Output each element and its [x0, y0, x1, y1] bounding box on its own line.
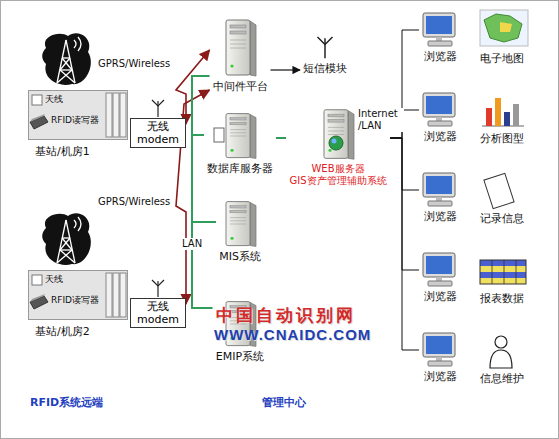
browser-pc: 浏览器 [419, 172, 461, 223]
computer-icon [423, 13, 455, 46]
mis-server: MIS系统 [216, 200, 264, 263]
sms-module: 短信模块 [300, 30, 350, 75]
edge-label: Internet /LAN [356, 108, 404, 132]
bar-chart-icon [482, 98, 524, 126]
node-label: 浏览器 [422, 290, 458, 303]
node-label: 中间件平台 [213, 80, 268, 93]
modem-antenna [152, 280, 164, 297]
rfid-reader: RFID读写器 [51, 295, 99, 306]
node-label: 浏览器 [422, 50, 458, 63]
text-label: 信息维护 [480, 372, 524, 385]
base-station-equipment [28, 90, 128, 140]
map-icon [480, 10, 528, 46]
node-label: EMIP系统 [216, 350, 265, 363]
connector [276, 137, 286, 139]
text-label: 电子地图 [480, 52, 524, 65]
base-station-box: 基站/机房2天线RFID读写器 [28, 270, 128, 320]
node-label: MIS系统 [219, 250, 261, 263]
text-label: 报表数据 [480, 292, 524, 305]
node-label: 浏览器 [422, 210, 458, 223]
middleware-server: 中间件平台 [210, 18, 271, 93]
node-label: RFID读写器 [51, 115, 99, 126]
computer-icon [423, 333, 455, 366]
node-label: 无线 modem [134, 300, 182, 326]
node-label: 无线 modem [134, 120, 182, 146]
connector [192, 135, 216, 222]
computer-icon [423, 173, 455, 206]
text-label: 管理中心 [262, 396, 306, 409]
text-label: 分析图型 [480, 132, 524, 145]
computer-icon [423, 93, 455, 126]
connector [271, 69, 301, 70]
base-station-equipment [28, 270, 128, 320]
wireless-modem: 无线 modem [130, 118, 186, 148]
node-label: WEB服务器 [289, 163, 387, 175]
database-server: 数据库服务器 [204, 112, 276, 175]
connector [192, 76, 210, 135]
base-station-box: 基站/机房1天线RFID读写器 [28, 90, 128, 140]
connector [192, 222, 216, 308]
server-icon [226, 114, 256, 159]
node-label: GIS资产管理辅助系统 [289, 175, 387, 187]
tower-icon [42, 33, 91, 85]
computer-icon [423, 253, 455, 286]
connector [390, 138, 419, 350]
server-icon [226, 202, 256, 247]
person-icon [490, 336, 512, 368]
document-icon [484, 173, 514, 208]
node-label: 基站/机房2 [35, 325, 90, 338]
text-label: RFID系统远端 [30, 396, 103, 409]
connector [390, 138, 419, 190]
server-icon [226, 20, 256, 76]
edge-label: GPRS/Wireless [96, 196, 172, 208]
watermark: 中国自动识别网 [216, 305, 356, 325]
node-label: 天线 [45, 94, 63, 105]
text-label: 记录信息 [480, 212, 524, 225]
browser-pc: 浏览器 [419, 12, 461, 63]
wireless-modem: 无线 modem [130, 298, 186, 328]
table-icon [480, 260, 526, 284]
node-label: 浏览器 [422, 370, 458, 383]
server-icon [324, 110, 354, 159]
node-label: RFID读写器 [51, 295, 99, 306]
document-icon [214, 128, 224, 142]
rfid-reader: RFID读写器 [51, 115, 99, 126]
connector [390, 138, 419, 270]
node-label: 天线 [45, 274, 63, 285]
edge-label: LAN [180, 238, 204, 250]
node-label: 浏览器 [422, 130, 458, 143]
tower-icon [42, 213, 91, 265]
globe-icon [329, 136, 343, 150]
browser-pc: 浏览器 [419, 332, 461, 383]
sms-antenna [318, 37, 333, 58]
watermark: WWW.CNAIDC.COM [214, 326, 371, 344]
edge-label: GPRS/Wireless [96, 58, 172, 70]
node-label: 基站/机房1 [35, 145, 90, 158]
modem-antenna [152, 100, 164, 117]
node-label: 数据库服务器 [207, 162, 273, 175]
antenna-device: 天线 [45, 274, 63, 285]
antenna-device: 天线 [45, 94, 63, 105]
browser-pc: 浏览器 [419, 252, 461, 303]
browser-pc: 浏览器 [419, 92, 461, 143]
node-label: 短信模块 [303, 62, 347, 75]
